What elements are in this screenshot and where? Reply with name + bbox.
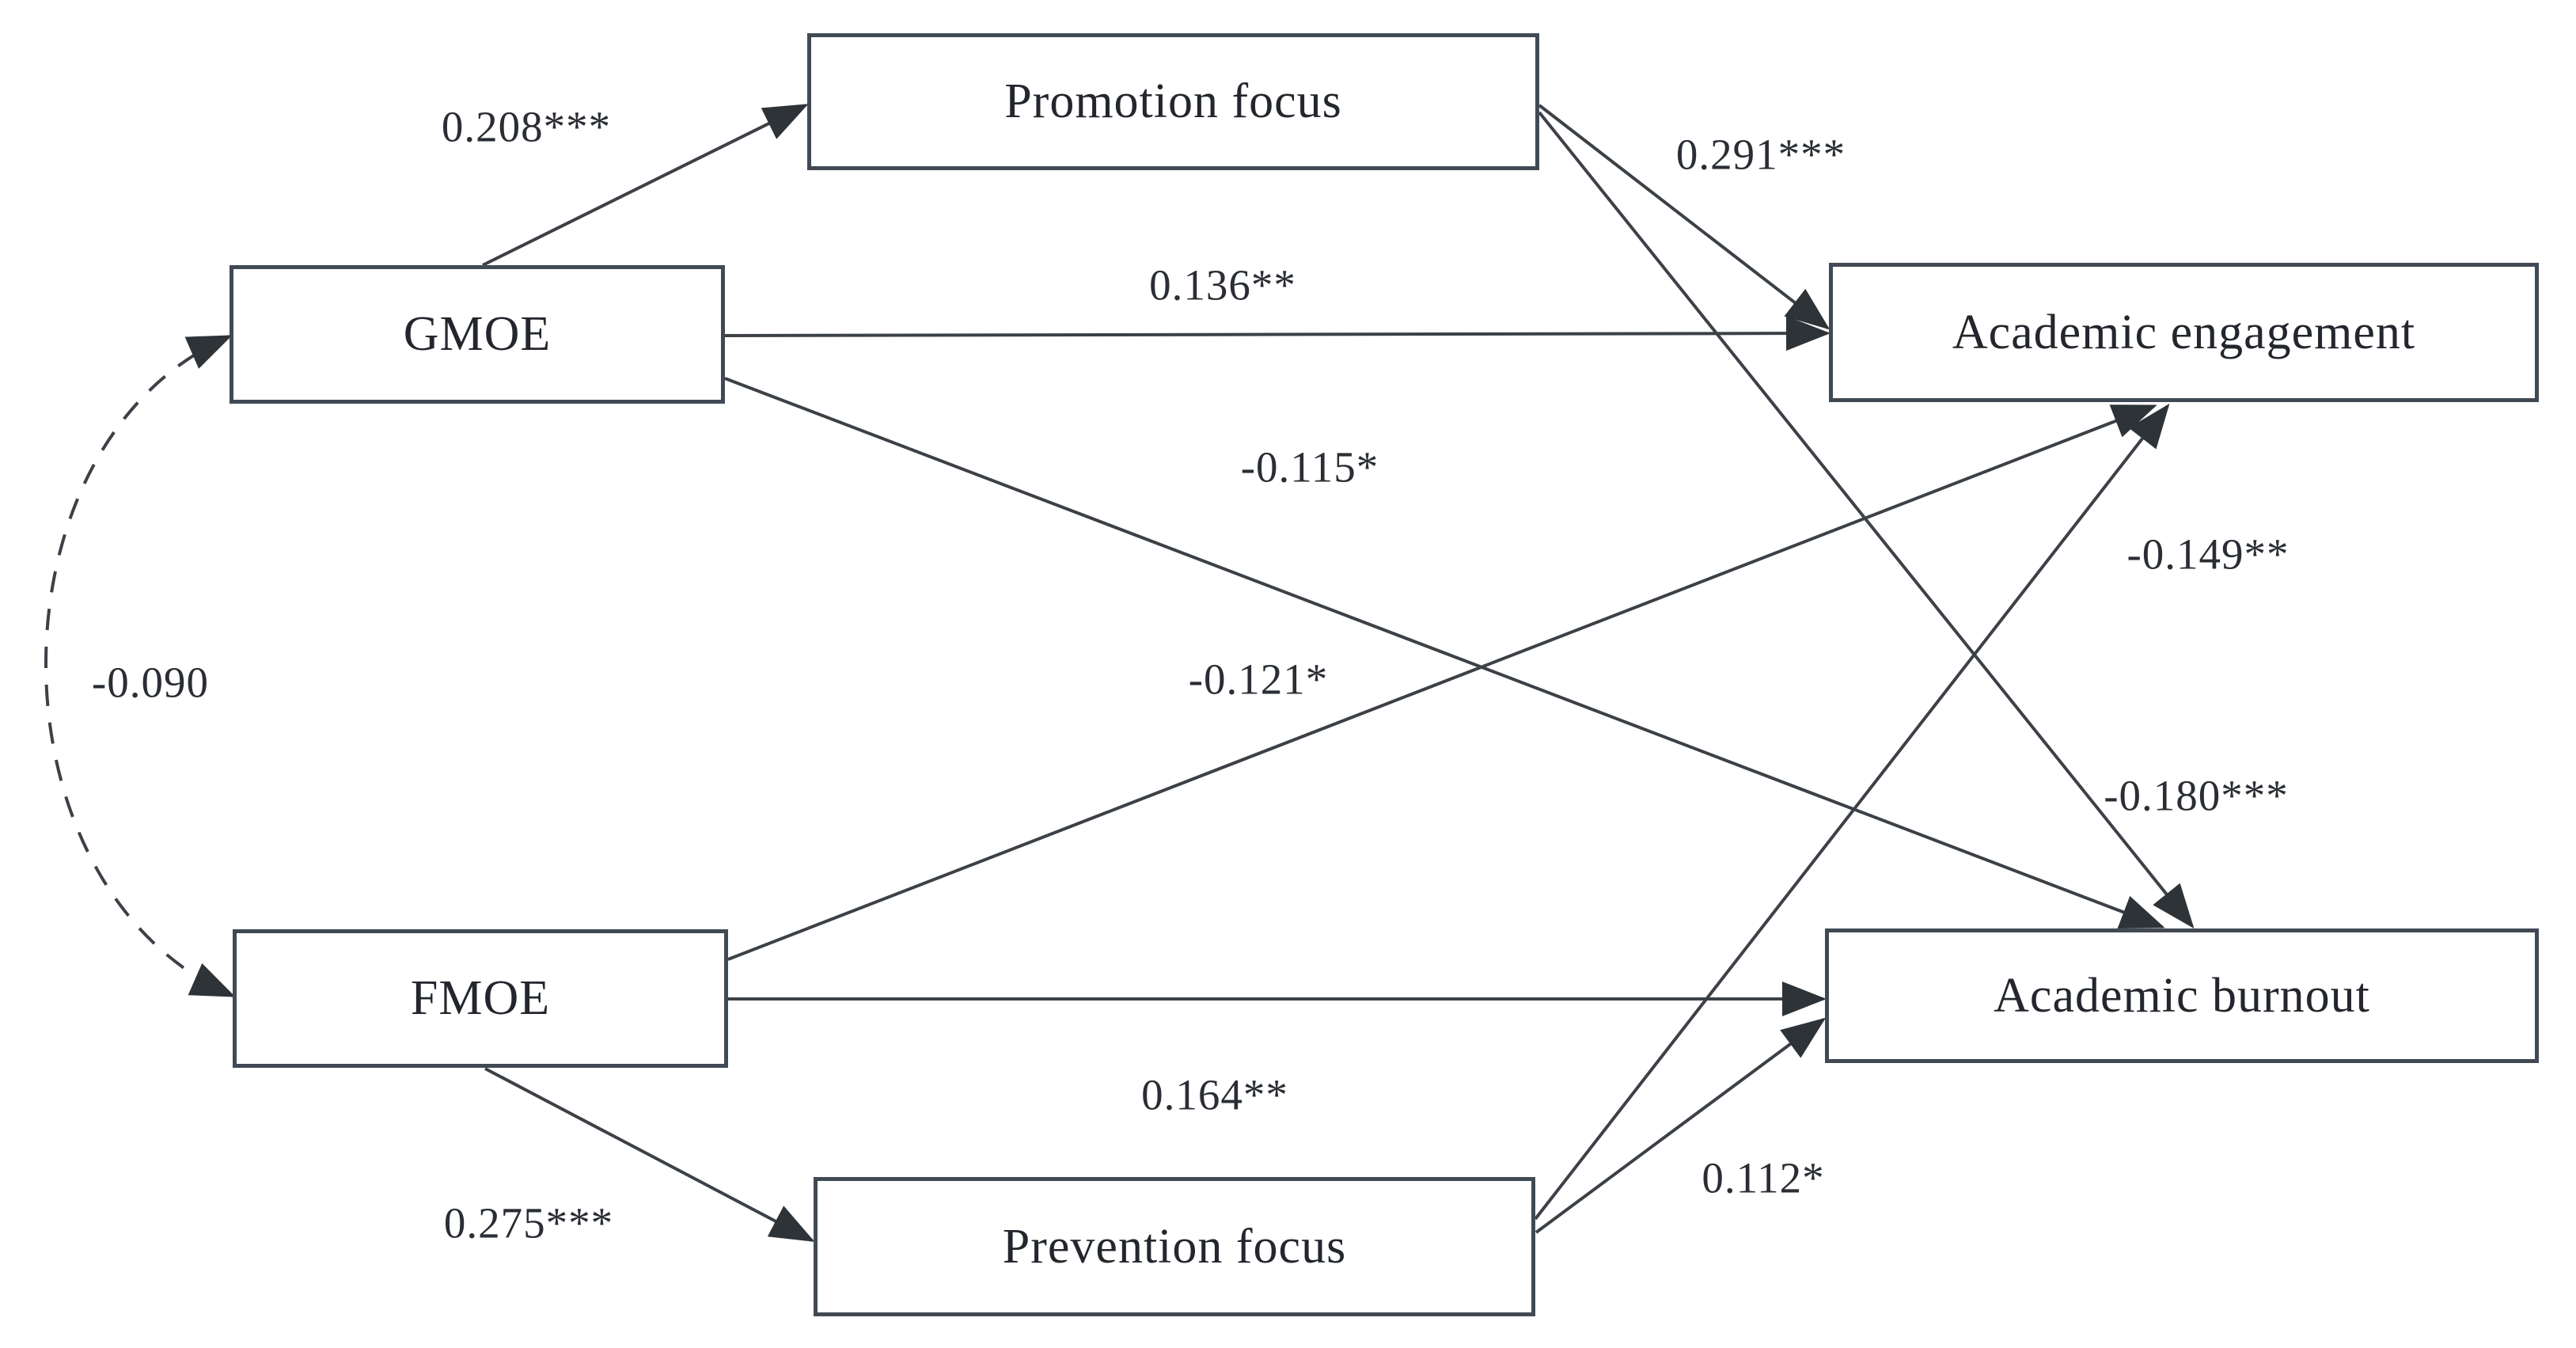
path-gmoe-to-engagement [724, 316, 1831, 351]
coefficient-fmoe-engagement: -0.121* [1188, 655, 1329, 704]
node-fmoe-label: FMOE [410, 971, 551, 1025]
coefficient-gmoe-fmoe-covariance: -0.090 [91, 658, 210, 707]
path-gmoe-fmoe-covariance [44, 335, 236, 997]
node-academic-engagement: Academic engagement [1829, 263, 2539, 402]
path-prevention-to-burnout [1535, 1017, 1827, 1234]
node-gmoe-label: GMOE [403, 307, 552, 361]
coefficient-gmoe-promotion: 0.208*** [441, 102, 612, 151]
coefficient-promotion-burnout: -0.180*** [2104, 771, 2289, 820]
coefficient-fmoe-burnout: 0.164** [1141, 1070, 1288, 1119]
node-academic-burnout-label: Academic burnout [1994, 968, 2370, 1023]
node-prevention-focus-label: Prevention focus [1002, 1219, 1347, 1274]
path-fmoe-to-prevention-focus [484, 1067, 815, 1242]
coefficient-prevention-burnout: 0.112* [1702, 1153, 1825, 1202]
coefficient-promotion-engagement: 0.291*** [1675, 130, 1846, 179]
node-fmoe: FMOE [233, 929, 728, 1068]
coefficient-gmoe-engagement: 0.136** [1149, 260, 1296, 309]
path-gmoe-to-promotion-focus [482, 104, 809, 267]
node-promotion-focus: Promotion focus [807, 33, 1539, 170]
coefficient-gmoe-burnout: -0.115* [1240, 442, 1379, 492]
path-promotion-to-engagement [1538, 104, 1831, 330]
coefficient-fmoe-prevention: 0.275*** [443, 1198, 614, 1247]
node-gmoe: GMOE [230, 265, 725, 404]
node-promotion-focus-label: Promotion focus [1004, 74, 1342, 128]
coefficient-prevention-engagement: -0.149** [2126, 530, 2290, 579]
node-academic-engagement-label: Academic engagement [1952, 305, 2416, 359]
path-gmoe-to-burnout [724, 377, 2165, 929]
path-prevention-to-engagement [1534, 403, 2170, 1221]
path-fmoe-to-engagement [727, 404, 2157, 961]
node-academic-burnout: Academic burnout [1825, 928, 2539, 1063]
node-prevention-focus: Prevention focus [814, 1177, 1535, 1316]
